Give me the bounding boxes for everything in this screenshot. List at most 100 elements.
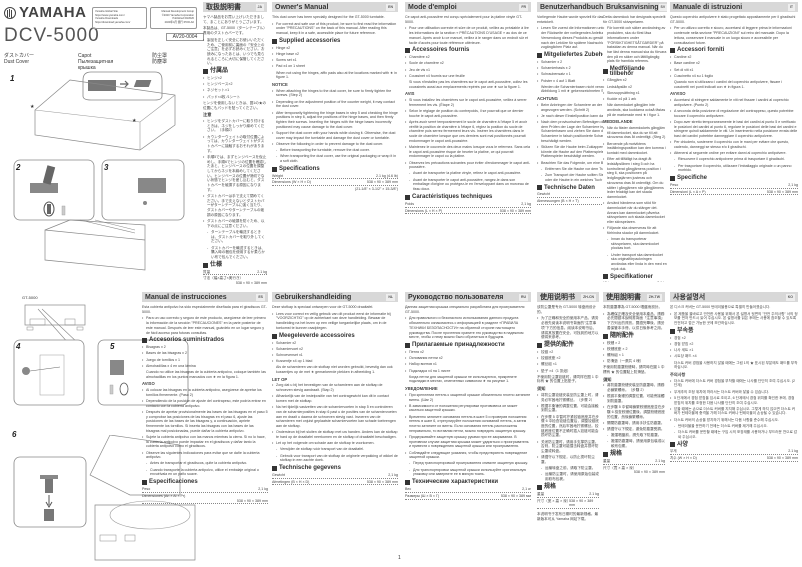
language-badge: ES <box>256 293 265 301</box>
list-item: 搬運防塵罩時，請使用原包裝或以軟布包覆。 <box>603 439 665 448</box>
list-item: Al colocar las bisagras en la cubierta a… <box>142 388 268 397</box>
list-item: Ondersteun bij het sluiten de stofkap me… <box>272 430 398 439</box>
list-item: When attaching the hinges to the dust co… <box>272 89 398 98</box>
url-box: Yamaha Global Site https://www.yamaha.co… <box>92 7 147 29</box>
list-item: 在步骤 5 中暂时拧紧铰链底座并在步骤 6 中检查铰链位置后，调整铰链底座的位置… <box>537 415 599 439</box>
global-site-link[interactable]: https://www.yamaha.com/ <box>95 13 125 17</box>
product-names: ダストカバー Dust Cover Capot Пылезащитная кры… <box>4 53 264 71</box>
list-item: Skruvuppsättning x1 <box>603 91 667 96</box>
list-item: Hinge base x2 <box>272 52 398 57</box>
list-item: Основания петли x2 <box>405 356 531 361</box>
language-badge: JA <box>255 3 264 11</box>
list-item: Pad x4 on 1 sheet <box>272 64 398 69</box>
list-item: カウンターウェイトの取付位置によっては、カウンターウェイトがダストカバーに接触す… <box>203 135 267 154</box>
product-name-zh: 防尘罩 防塵罩 <box>152 53 168 65</box>
list-item: 螺丝组 ×1 <box>537 362 599 367</box>
list-item: ダストカバーを輸送するときは、購入時の梱包を使用するか柔らかい布で包んでください… <box>203 246 267 260</box>
section-title-text: 取扱説明書 <box>206 3 241 11</box>
list-item: Maintenez le couvercle des deux mains lo… <box>405 145 531 159</box>
list-item: Entfernen Sie die Haube vor dem Transpor… <box>537 167 664 172</box>
list-item: 在步驟 5 中暫時鎖緊鉸鏈底座並在步驟 6 檢查鉸鏈位置後，調整鉸鏈底座的位置，… <box>603 405 665 419</box>
list-item: Scharnier x 2 <box>537 60 664 65</box>
star-marker: ★ <box>30 104 35 110</box>
list-item: When transporting the dust cover, use th… <box>272 154 398 163</box>
list-item: 手順5では、まずヒンジベースを仮止めし、手順6でヒンジの位置を確認したあと、ヒン… <box>203 155 267 193</box>
list-item: ダストカバーは手で支えて閉めてください。手で支えないとダストカバーがターンテーブ… <box>203 194 267 218</box>
list-item: Después de apretar provisionalmente las … <box>142 410 268 434</box>
yamaha-logo: YAMAHA <box>4 4 264 21</box>
section-title-text: Mode d'emploi <box>408 3 457 11</box>
list-item: 더스트 커버를 운반할 때에는 구입 시의 포장재를 사용하거나 부드러운 천으… <box>670 430 798 439</box>
dust-cover-illustration: ★ ★ <box>13 71 185 271</box>
list-item: Kudde x4 på 1 ark <box>603 97 667 102</box>
list-item: Per un utilizzo corretto e sicuro, accer… <box>670 26 798 45</box>
language-badge: ZH-CN <box>581 293 596 301</box>
list-item: Cuscinetto x4 su 1 foglio <box>670 74 798 79</box>
list-item: Cardine x2 <box>670 55 798 60</box>
section-title-text: Gebruikershandleiding <box>275 293 352 301</box>
page-number: 1 <box>398 555 401 561</box>
list-item: 鉸鏈底座 × 2 <box>603 347 665 352</box>
spec-dimensions: 치수 (W × H × D)538 × 90 × 389 mm <box>670 456 798 462</box>
list-item: Attenersi al seguente ordine per evitare… <box>670 151 798 156</box>
list-item: Для транспортировки защитной крышки испо… <box>405 468 531 477</box>
spec-dimensions: Dimensions (W × H × D)538 × 90 × 389 mm <box>272 180 398 186</box>
list-item: ヒンジ×2 <box>203 76 267 81</box>
list-item: При креплении петель к защитной крышке о… <box>405 393 531 402</box>
step-number: 6 <box>12 430 17 439</box>
list-item: Dopo aver stretto temporaneamente le bas… <box>670 120 798 139</box>
list-item: 为了正确和安全的使用本产品，请务必首先阅读本说明书背面的"注意事项"下方的信息。… <box>537 316 599 340</box>
list-item: Beachten Sie das Folgende, um eine Besch… <box>537 161 664 166</box>
list-item: ヒンジベース×2 <box>203 82 267 87</box>
list-item: Rimuovere il coperchio antipolvere prima… <box>670 157 798 162</box>
spec-dimensions: Afmetingen (B × H × D)538 × 90 × 389 mm <box>272 479 398 486</box>
spec-dimensions: Dimensioni (L × A × P)538 × 90 × 389 mm <box>670 189 798 196</box>
list-item: 턴테이블을 운반하기 전에는 더스트 커버를 제거해 주십시오. <box>670 424 798 429</box>
list-item: Придерживайте защитную крышку руками при… <box>405 435 531 449</box>
svg-text:★: ★ <box>132 118 137 124</box>
list-item: 铰链底座 ×2 <box>537 356 599 361</box>
list-item: 垫子 ×4（1 张纸） <box>537 369 599 374</box>
list-item: 搬運唱盤前，請先取下防塵罩。 <box>603 433 665 438</box>
list-item: Après avoir serré temporairement le socl… <box>405 120 531 144</box>
list-item: 본 제품을 올바르고 안전한 사용을 위해서 본 설명서 뒷면의 "안전 주의사… <box>670 312 798 326</box>
list-item: Набор винтов x1 <box>405 362 531 367</box>
list-item: 무게추의 조정 위치에 따라서는 더스트 커버와 닿을 수 있습니다. <box>670 390 798 395</box>
list-item: 运输防尘罩时，请使用原始包装或用软布包裹。 <box>537 472 599 481</box>
list-item: 請遵守以下規定，避免防塵罩受損。 <box>603 427 665 432</box>
list-item: Beim Anbringen der Scharniere an der Hau… <box>537 103 664 112</box>
list-item: 请遵守以下规定，以防止损坏防尘罩。 <box>537 455 599 464</box>
language-badge: FR <box>519 3 528 11</box>
step-number: 1 <box>10 74 15 83</box>
step-number: 2 <box>16 163 21 172</box>
list-item: After temporarily tightening the hinge b… <box>272 111 398 130</box>
list-item: Avant de transporter la platine vinyle, … <box>405 171 531 176</box>
list-item: Bases de las bisagras x 2 <box>142 351 268 356</box>
list-item: 將防塵罩鉸鏈安裝至防塵罩時，請務必鎖緊螺絲。（步驟 2） <box>603 383 665 392</box>
list-item: 关闭防尘罩时，请用手支撑防尘罩。否则，防尘罩可能撞击转盘并损坏防尘罩或转盘。 <box>537 440 599 454</box>
tuning-fork-icon <box>4 6 16 19</box>
list-item: Gångjärn x2 <box>603 78 667 83</box>
list-item: Observe las siguientes indicaciones para… <box>142 451 268 460</box>
step-number: 3 <box>104 163 109 172</box>
list-item: Scharniervoet x2 <box>272 347 398 352</box>
list-item: ネジセット×1 <box>203 88 267 93</box>
list-item: Schroevenset x1 <box>272 353 398 358</box>
list-item: 더스트 커버의 손상을 방지하기 위해서는 다음 사항을 준수해 주십시오. <box>670 418 798 423</box>
list-item: Använd händerna som stöd för dammlocket … <box>603 201 667 225</box>
downloads-link[interactable]: https://download.yamaha.com/ <box>95 20 131 24</box>
section-title-text: 使用說明書 <box>606 293 641 301</box>
product-name-ja-en: ダストカバー Dust Cover <box>4 53 35 65</box>
list-item: 關閉防塵罩時，請用手扶住防塵罩。 <box>603 421 665 426</box>
list-item: Para un uso correcto y seguro de este pr… <box>142 316 268 335</box>
